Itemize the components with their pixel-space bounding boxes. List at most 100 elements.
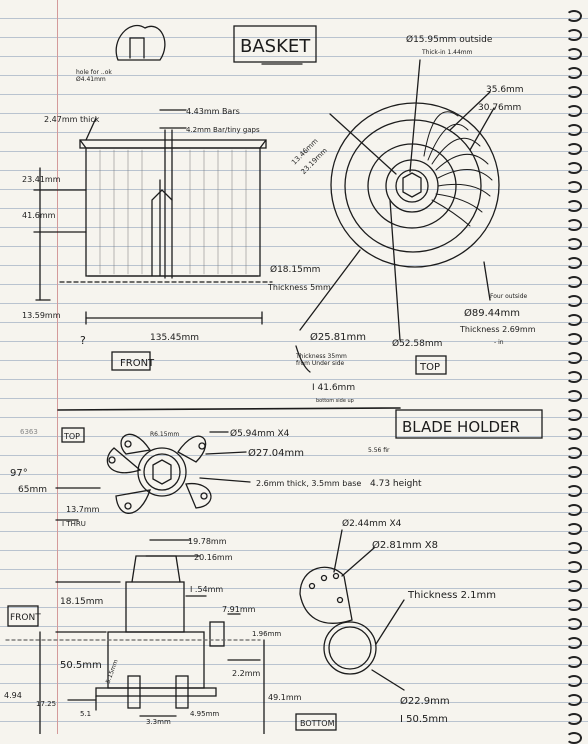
binding-hole — [566, 67, 582, 79]
binding-hole — [566, 200, 582, 212]
dim-b1: Ø2.44mm X4 — [342, 518, 402, 529]
dim-outer: Ø89.44mm — [464, 307, 520, 319]
binding-hole — [566, 504, 582, 516]
dim-f6: 1.96mm — [252, 630, 281, 638]
blade-bottom-label: BOTTOM — [300, 719, 335, 728]
blade-holder-top-view — [55, 427, 251, 521]
dim-f12: 17.25 — [36, 700, 56, 708]
dim-base: 2.6mm thick, 3.5mm base — [256, 479, 361, 488]
blade-holder-bottom-view — [295, 529, 405, 731]
dim-outside: Ø15.95mm outside — [406, 34, 493, 45]
basket-top-view — [295, 59, 500, 375]
basket-top-label-box — [415, 355, 447, 375]
dim-center: Ø25.81mm — [310, 331, 366, 343]
dim-thickness2: Thickness 2.69mm — [459, 325, 536, 334]
binding-hole — [566, 542, 582, 554]
binding-hole — [566, 238, 582, 250]
dim-thru2: I THRU — [62, 520, 86, 528]
binding-hole — [566, 257, 582, 269]
dim-width: 135.45mm — [150, 333, 199, 343]
dim-depth-note: bottom side up — [316, 398, 354, 404]
binding-hole — [566, 276, 582, 288]
dim-f14: 3.3mm — [146, 718, 171, 726]
blade-top-label-box — [61, 427, 85, 443]
dim-thick: 2.47mm thick — [44, 115, 100, 124]
dim-d-hub: Ø18.15mm — [270, 264, 320, 275]
binding-hole — [566, 656, 582, 668]
blade-bottom-label-box — [295, 713, 337, 731]
dim-f13: 5.1 — [80, 710, 91, 718]
dim-r1: 35.6mm — [486, 85, 524, 95]
blade-top-label: TOP — [63, 432, 80, 441]
basket-front-view — [33, 109, 273, 325]
binding-hole — [566, 371, 582, 383]
dim-thru: 13.7mm — [66, 505, 100, 514]
dim-f5: 7.91mm — [222, 605, 256, 614]
blade-holder-title-box — [395, 409, 543, 439]
binding-hole — [566, 29, 582, 41]
dim-f10: 49.1mm — [268, 693, 302, 702]
binding-hole — [566, 124, 582, 136]
dim-f2: 20.16mm — [194, 553, 233, 562]
dim-r2: 30.76mm — [478, 103, 521, 113]
binding-hole — [566, 561, 582, 573]
binding-hole — [566, 143, 582, 155]
binding-hole — [566, 618, 582, 630]
dim-question: ? — [80, 334, 86, 347]
dim-bars: 4.43mm Bars — [186, 107, 240, 116]
dim-b4: Ø22.9mm — [400, 695, 450, 707]
basket-title: BASKET — [240, 36, 311, 57]
binding-hole — [566, 86, 582, 98]
dim-h1: 23.41mm — [22, 175, 61, 184]
dim-b2: Ø2.81mm X8 — [372, 539, 438, 551]
dim-f11: 4.94 — [4, 691, 22, 700]
dim-b3: Thickness 2.1mm — [407, 590, 496, 601]
basket-front-label: FRONT — [120, 358, 155, 369]
dim-height: 4.73 height — [370, 479, 422, 489]
hole-cloud-sketch — [115, 25, 166, 61]
basket-front-label-box — [111, 351, 151, 371]
dim-angle2: 65mm — [18, 485, 47, 495]
binding-hole — [566, 523, 582, 535]
binding-hole — [566, 675, 582, 687]
dim-corner-note: 6363 — [20, 428, 38, 436]
dim-f9: 2.2mm — [232, 669, 261, 678]
binding-hole — [566, 599, 582, 611]
dim-d-main: Ø27.04mm — [248, 447, 304, 459]
binding-hole — [566, 10, 582, 22]
dim-angle1: 97° — [10, 468, 28, 479]
dim-inner: Ø52.58mm — [392, 338, 442, 349]
dim-thickness1: Thickness 5mm — [267, 283, 331, 292]
binding-hole — [566, 333, 582, 345]
binding-hole — [566, 713, 582, 725]
dim-depth: I 41.6mm — [312, 383, 355, 393]
dim-rad: R6.15mm — [150, 431, 179, 438]
dim-b5: I 50.5mm — [400, 714, 448, 725]
blade-holder-title: BLADE HOLDER — [402, 418, 520, 436]
binding-hole — [566, 409, 582, 421]
binding-hole — [566, 466, 582, 478]
dim-gaps: 4.2mm Bar/tiny gaps — [186, 126, 260, 134]
binding-hole — [566, 485, 582, 497]
basket-title-box — [233, 25, 317, 63]
dim-f7: 50.5mm — [60, 660, 102, 671]
dim-outer-note: Four outside — [490, 293, 528, 300]
blade-front-label-box — [7, 605, 39, 627]
binding-hole — [566, 105, 582, 117]
binding-hole — [566, 352, 582, 364]
dim-f4: I .54mm — [190, 585, 223, 594]
binding-hole — [566, 219, 582, 231]
blade-holder-front-view — [5, 539, 265, 734]
dim-thickness2-note: - in — [494, 339, 504, 346]
binding-hole — [566, 314, 582, 326]
binding-hole — [566, 447, 582, 459]
binding-hole — [566, 48, 582, 60]
dim-f1: 19.78mm — [188, 537, 227, 546]
binding-hole — [566, 637, 582, 649]
binding-hole — [566, 390, 582, 402]
blade-front-label: FRONT — [10, 613, 41, 623]
binding-hole — [566, 694, 582, 706]
binding-hole — [566, 428, 582, 440]
